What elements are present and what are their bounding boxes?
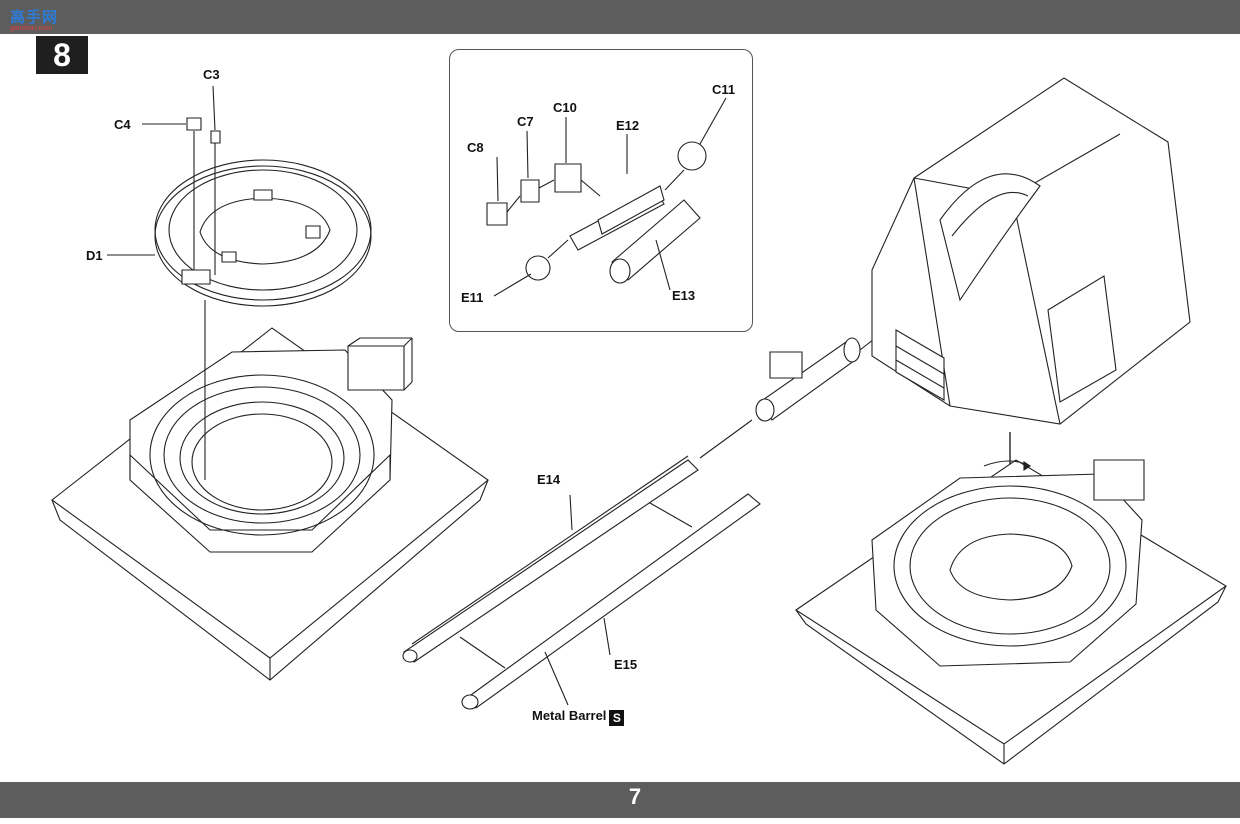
page-number: 7	[628, 784, 642, 809]
logo-url: gaoshou.com	[10, 25, 53, 32]
left-base-platform	[52, 328, 488, 680]
metal-barrel-text: Metal Barrel	[532, 708, 607, 723]
right-base-platform	[796, 460, 1226, 764]
ring-part-d1	[155, 160, 371, 306]
label-d1: D1	[86, 248, 103, 263]
inset-parts	[487, 98, 726, 296]
label-c4: C4	[114, 117, 131, 132]
top-header-bar	[0, 0, 1240, 34]
label-c3: C3	[203, 67, 220, 82]
bottom-footer-bar	[0, 782, 1240, 818]
label-e12: E12	[616, 118, 640, 133]
label-e15: E15	[614, 657, 638, 672]
label-c8: C8	[467, 140, 484, 155]
label-e11: E11	[461, 290, 484, 305]
label-e14: E14	[537, 472, 561, 487]
label-e13: E13	[672, 288, 696, 303]
label-c7: C7	[517, 114, 534, 129]
turret-housing	[872, 78, 1190, 424]
part-c4-shape	[187, 118, 201, 130]
site-logo: 高手网 gaoshou.com	[10, 6, 72, 36]
barrel-subassembly-inset	[449, 49, 753, 332]
step-number-badge: 8	[36, 36, 88, 74]
logo-text: 高手网	[10, 9, 59, 26]
label-c10: C10	[553, 100, 577, 115]
metal-part-icon: S	[609, 710, 625, 726]
label-c11: C11	[712, 82, 736, 97]
step-number: 8	[53, 36, 71, 73]
barrel-parts	[403, 420, 760, 709]
part-c3-shape	[211, 131, 220, 143]
